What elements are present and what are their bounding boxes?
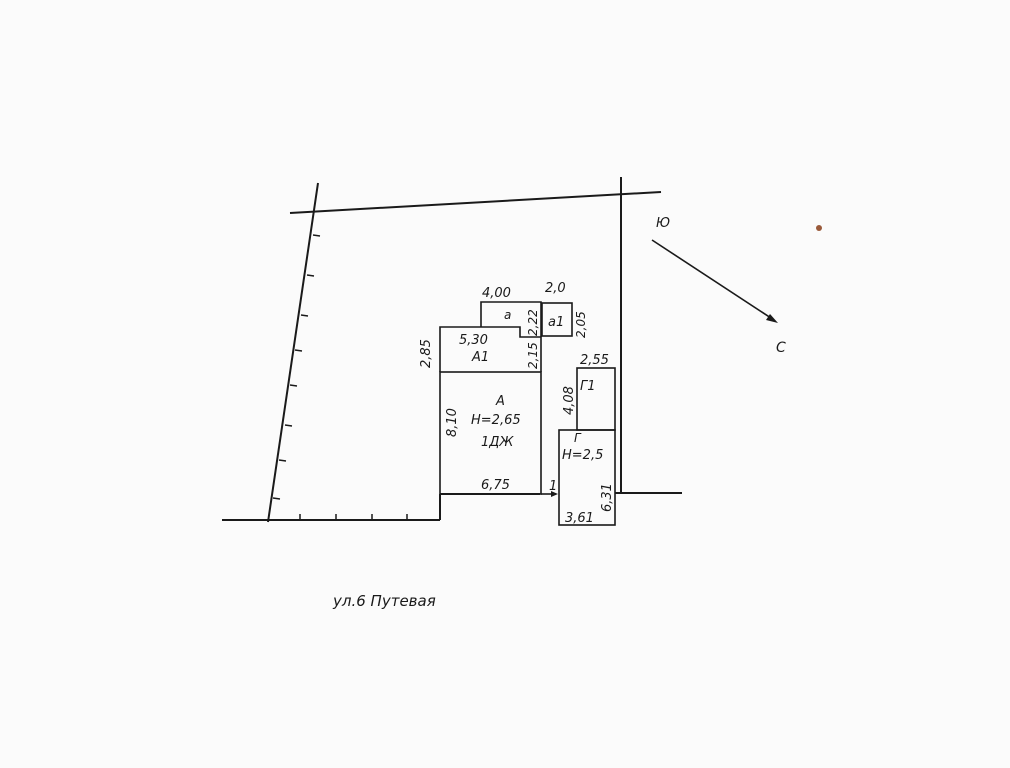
a1-label: а1 [548,315,564,330]
A1-depth-left: 2,85 [419,339,434,368]
G1-depth: 4,08 [562,386,577,415]
G-width: 3,61 [565,511,594,526]
A1-label: А1 [471,350,489,365]
west-boundary [267,182,319,523]
A-label: А [495,394,505,409]
a1-depth: 2,05 [574,311,588,338]
A-width: 6,75 [481,478,510,493]
G-height: Н=2,5 [562,448,603,463]
A1-depth-right: 2,15 [526,342,540,369]
boundary-ticks [272,234,408,520]
compass-south-label: Ю [656,216,670,231]
scan-speck [816,225,822,231]
A-height: Н=2,65 [471,413,521,428]
building-G1 [576,367,616,431]
G-label: Г [574,431,582,445]
A-depth: 8,10 [445,408,460,437]
a1-width: 2,0 [545,281,566,296]
A1-width: 5,30 [459,333,488,348]
a-depth: 2,22 [526,309,540,336]
building-a1 [541,302,573,337]
G1-label: Г1 [580,379,596,394]
building-G [558,429,616,526]
a-width: 4,00 [482,286,511,301]
building-A1 [439,326,542,372]
building-a [480,301,542,337]
G-depth: 6,31 [600,483,615,512]
G1-width: 2,55 [580,353,609,368]
street-name: ул.6 Путевая [332,592,436,610]
compass-arrow-icon [651,239,775,321]
compass-arrowhead-icon [766,314,778,323]
A-type: 1ДЖ [481,435,514,450]
compass-north-label: С [776,340,786,356]
north-boundary [289,191,662,214]
gate-arrow-icon [551,491,558,497]
gate-label: 1 [549,479,557,494]
a-label: а [504,308,511,322]
